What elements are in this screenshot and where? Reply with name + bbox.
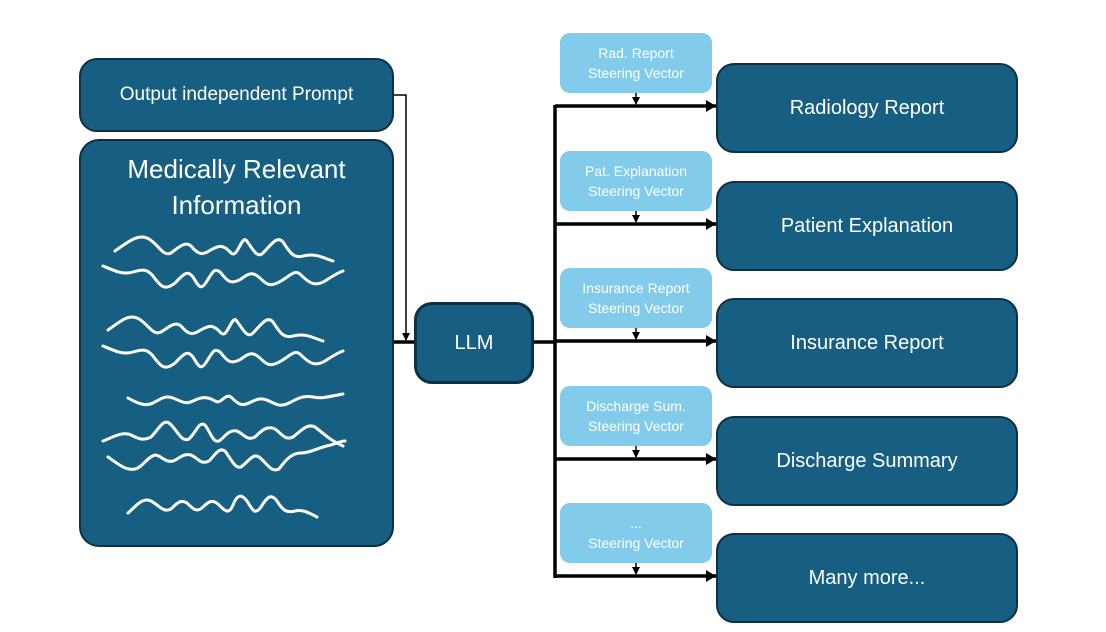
prompt-label: Output independent Prompt <box>119 84 354 105</box>
output-box: Insurance Report <box>716 298 1018 388</box>
output-box: Patient Explanation <box>716 181 1018 271</box>
output-box: Discharge Summary <box>716 416 1018 506</box>
llm-box: LLM <box>414 302 534 384</box>
steering-vector-label: Steering Vector <box>588 535 684 551</box>
output-label: Radiology Report <box>789 96 945 119</box>
output-label: Insurance Report <box>790 331 944 354</box>
wavy-line <box>106 439 347 472</box>
steering-vector-name: Rad. Report <box>598 45 674 61</box>
medical-info-title-line2: Information <box>171 190 302 220</box>
output-label: Discharge Summary <box>776 449 958 472</box>
output-label: Patient Explanation <box>780 214 954 237</box>
wavy-line <box>126 494 319 519</box>
steering-vector-name: Insurance Report <box>582 280 690 296</box>
wavy-line <box>101 344 345 369</box>
steering-vector-label: Steering Vector <box>588 300 684 316</box>
output-label: Many more... <box>808 566 926 589</box>
wavy-line <box>101 264 345 289</box>
medical-info-title: Medically Relevant Information <box>81 151 392 223</box>
steering-vector-label: Steering Vector <box>588 183 684 199</box>
wavy-text-lines-icon <box>101 235 347 519</box>
prompt-to-llm-arrow <box>394 94 410 341</box>
wavy-line <box>101 420 345 448</box>
output-box: Many more... <box>716 533 1018 623</box>
wavy-line <box>106 315 325 343</box>
steering-vector-box: Discharge Sum. Steering Vector <box>560 386 712 446</box>
output-box: Radiology Report <box>716 63 1018 153</box>
wavy-line <box>126 392 345 407</box>
wavy-line <box>113 235 335 263</box>
medical-info-box: Medically Relevant Information <box>79 139 394 547</box>
medical-info-title-line1: Medically Relevant <box>127 154 346 184</box>
steering-vector-label: Steering Vector <box>588 65 684 81</box>
steering-vector-name: ... <box>630 515 642 531</box>
prompt-box: Output independent Prompt <box>79 58 394 132</box>
steering-vector-name: Discharge Sum. <box>586 398 686 414</box>
llm-label: LLM <box>454 331 494 354</box>
steering-vector-name: Pat. Explanation <box>585 163 687 179</box>
steering-vector-label: Steering Vector <box>588 418 684 434</box>
steering-vector-box: ... Steering Vector <box>560 503 712 563</box>
